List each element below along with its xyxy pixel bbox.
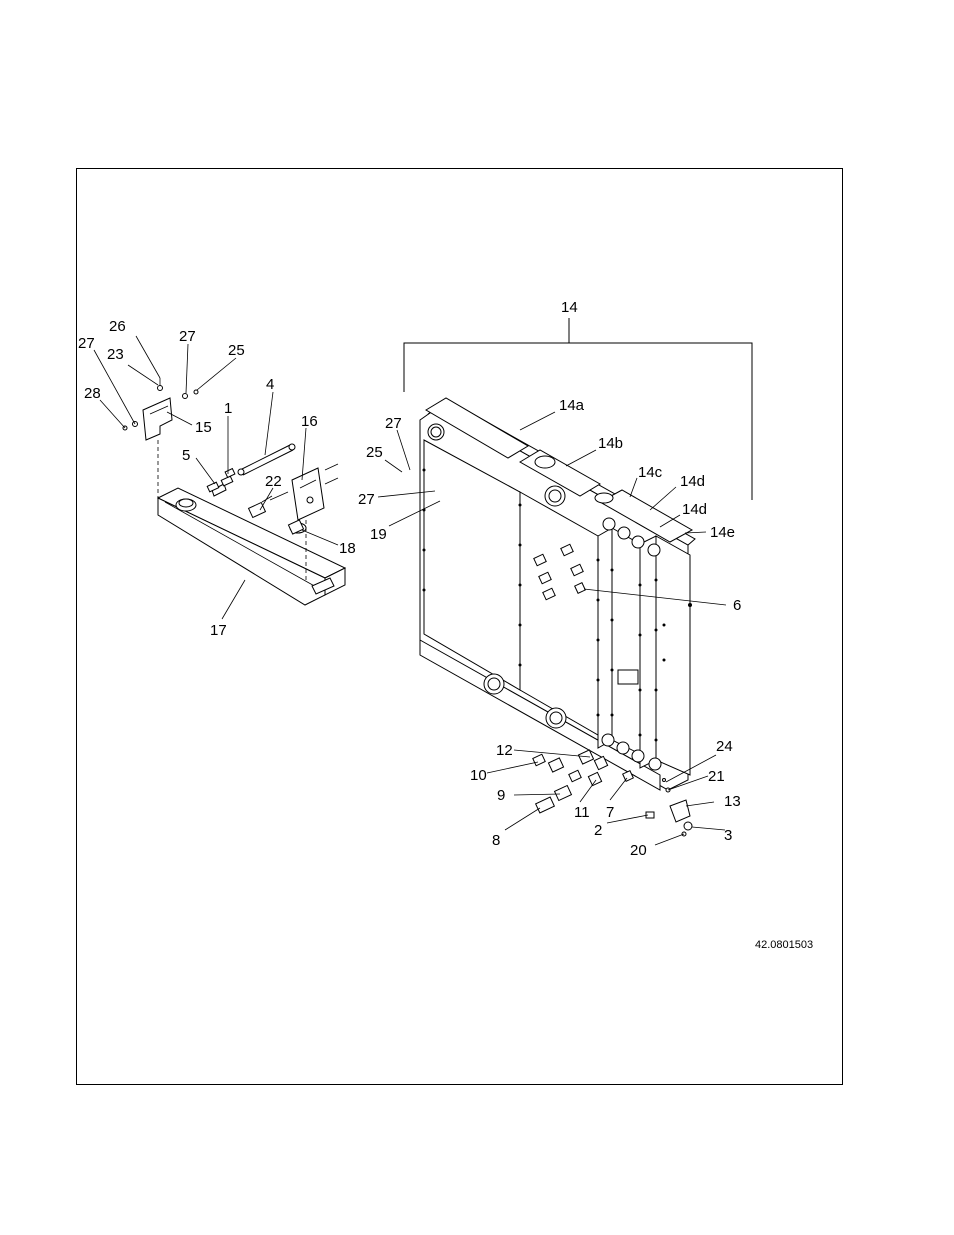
callout-12: 12 <box>496 742 513 759</box>
callout-14c: 14c <box>638 464 663 481</box>
callout-11: 11 <box>574 804 590 821</box>
callout-23: 23 <box>107 346 124 363</box>
callout-9: 9 <box>497 787 505 804</box>
tank-17-front <box>157 497 326 606</box>
callout-8: 8 <box>492 832 500 849</box>
cooler-assembly-14 <box>403 318 753 791</box>
callout-10: 10 <box>470 767 487 784</box>
callout-labels: 26 27 27 25 23 4 28 1 16 15 5 22 18 17 1… <box>78 299 741 859</box>
callout-18: 18 <box>339 540 356 557</box>
callout-16: 16 <box>301 413 318 430</box>
bracket-15 <box>142 397 173 441</box>
callout-14b: 14b <box>598 435 623 452</box>
drawing-frame <box>76 168 843 1085</box>
reservoir-tank-assembly <box>122 378 347 606</box>
callout-14d: 14d <box>680 473 705 490</box>
callout-14a: 14a <box>559 397 585 414</box>
callout-14e: 14e <box>710 524 735 541</box>
callout-27: 27 <box>78 335 95 352</box>
callout-3: 3 <box>724 827 732 844</box>
callout-6: 6 <box>733 597 741 614</box>
callout-2: 2 <box>594 822 602 839</box>
callout-27: 27 <box>385 415 402 432</box>
callout-7: 7 <box>606 804 614 821</box>
callout-21: 21 <box>708 768 725 785</box>
callout-13: 13 <box>724 793 741 810</box>
callout-25: 25 <box>228 342 245 359</box>
callout-26: 26 <box>109 318 126 335</box>
drawing-number: 42.0801503 <box>755 939 813 951</box>
callout-20: 20 <box>630 842 647 859</box>
callout-1: 1 <box>224 400 232 417</box>
callout-24: 24 <box>716 738 733 755</box>
loose-fittings <box>532 749 693 837</box>
callout-27: 27 <box>179 328 196 345</box>
callout-28: 28 <box>84 385 101 402</box>
callout-14d: 14d <box>682 501 707 518</box>
callout-22: 22 <box>265 473 282 490</box>
callout-5: 5 <box>182 447 190 464</box>
callout-15: 15 <box>195 419 212 436</box>
callout-27: 27 <box>358 491 375 508</box>
callout-25: 25 <box>366 444 383 461</box>
callout-4: 4 <box>266 376 274 393</box>
callout-14: 14 <box>561 299 578 316</box>
leader-lines <box>93 335 727 846</box>
callout-17: 17 <box>210 622 227 639</box>
callout-19: 19 <box>370 526 387 543</box>
bracket-16 <box>291 467 325 521</box>
